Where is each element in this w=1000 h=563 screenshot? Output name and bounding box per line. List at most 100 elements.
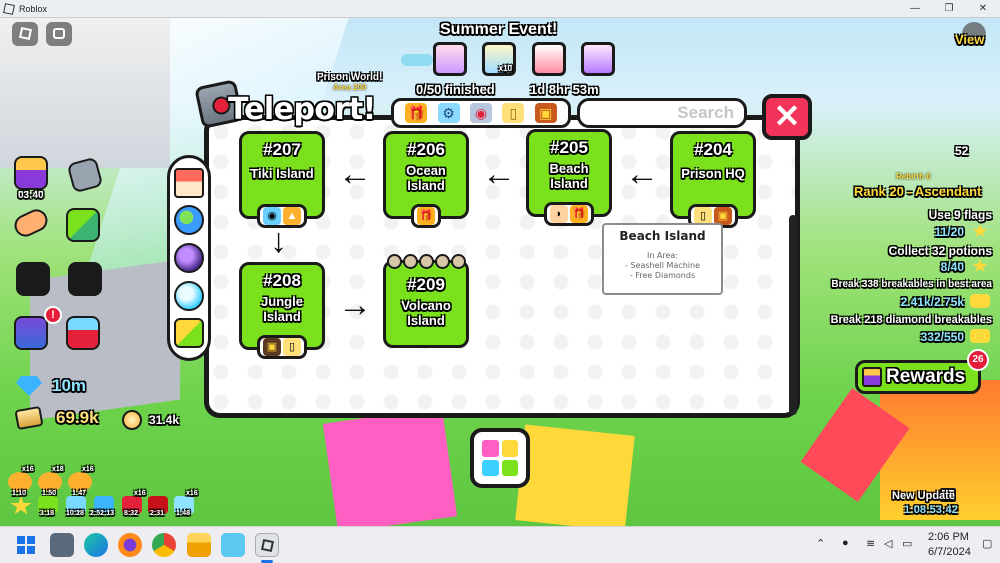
gift-icon[interactable]	[14, 156, 48, 190]
diamonds-amount: 10m	[52, 376, 87, 395]
area-card-208[interactable]: #208 Jungle Island ▣ ▯	[239, 262, 325, 359]
roblox-logo-icon	[3, 2, 15, 15]
edge-icon[interactable]	[84, 533, 108, 557]
area-card-205[interactable]: #205 Beach Island ◗ 🎁	[526, 129, 612, 226]
boost-slot[interactable]: 10:28	[66, 496, 86, 517]
close-button[interactable]: ✕	[762, 94, 812, 140]
minimize-button[interactable]: —	[910, 3, 920, 14]
ticket-icon: ▯	[283, 338, 301, 356]
area-card-209[interactable]: #209 Volcano Island	[383, 254, 469, 348]
area-card-204[interactable]: #204 Prison HQ ▯ ▣	[670, 131, 756, 228]
egg-icon: ◉	[263, 207, 281, 225]
yellow-block	[515, 424, 635, 532]
search-input[interactable]	[577, 98, 747, 128]
top-right-menu-icon[interactable]	[962, 22, 986, 46]
ticket-icon[interactable]: ▯	[502, 103, 525, 123]
teleport-title: Teleport!	[228, 92, 376, 127]
tray-chevron-icon[interactable]: ⌃	[816, 538, 826, 550]
star-boost-icon[interactable]	[10, 496, 32, 515]
chrome-icon[interactable]	[152, 533, 176, 557]
event-progress-text: 0/50 finished	[416, 82, 495, 97]
locked-slot-icon[interactable]	[68, 262, 102, 296]
battery-icon[interactable]: ▭	[902, 538, 913, 550]
rewards-button[interactable]: Rewards	[855, 360, 981, 394]
arrow-left-icon: ←	[338, 155, 372, 193]
tooltip-title: Beach Island	[619, 229, 706, 243]
notifications-icon[interactable]: ▢	[982, 538, 993, 550]
close-window-button[interactable]: ✕	[978, 3, 988, 14]
event-reward-slot-4[interactable]	[581, 42, 615, 76]
event-reward-slot-1[interactable]	[433, 42, 467, 76]
firefox-icon[interactable]	[118, 533, 142, 557]
event-reward-slot-3[interactable]	[532, 42, 566, 76]
event-progress-pill	[401, 54, 433, 66]
secondary-currency-amount: 31.4k	[149, 413, 180, 427]
maximize-button[interactable]: ❐	[944, 3, 954, 14]
potion-icon[interactable]: ◉	[469, 103, 492, 123]
start-icon[interactable]	[14, 533, 38, 557]
boost-slot[interactable]: 2:52:13	[90, 496, 114, 517]
chest-icon[interactable]: ▣	[534, 103, 557, 123]
quest-title: Break 218 diamond breakables	[830, 314, 992, 326]
gift-timer: 03:40	[18, 190, 44, 201]
area-card-207[interactable]: #207 Tiki Island ◉ ▲	[239, 131, 325, 228]
cat-tile-icon	[501, 459, 518, 476]
rewards-label: Rewards	[886, 366, 966, 387]
void-globe-icon[interactable]	[174, 242, 204, 273]
cat-tile-icon	[501, 440, 518, 457]
tooltip-line: - Seashell Machine	[625, 261, 700, 270]
area-number: #206	[407, 140, 445, 159]
inventory-button[interactable]	[470, 428, 530, 488]
teleport-tab-bar: 🎁 ⚙ ◉ ▯ ▣	[391, 98, 571, 128]
calculator-icon[interactable]	[50, 533, 74, 557]
wifi-icon[interactable]: ≋	[866, 538, 876, 550]
gift-icon: 🎁	[570, 205, 588, 223]
trade-arrows-icon[interactable]	[66, 208, 100, 242]
window-title: Roblox	[19, 3, 48, 14]
event-reward-slot-2[interactable]: x10	[482, 42, 516, 76]
home-icon[interactable]	[174, 167, 204, 198]
window-titlebar: Roblox — ❐ ✕	[0, 0, 1000, 18]
rank-label: Rank 20 - Ascendant	[854, 184, 982, 199]
update-label[interactable]: New Update	[892, 490, 955, 502]
clock-date[interactable]: 6/7/2024	[928, 546, 971, 558]
notepad-icon[interactable]	[221, 533, 245, 557]
panel-scrollbar[interactable]	[789, 215, 797, 415]
quest-progress: 332/550	[920, 330, 964, 344]
clock-time[interactable]: 2:06 PM	[928, 531, 969, 543]
area-card-206[interactable]: #206 Ocean Island 🎁	[383, 131, 469, 228]
file-explorer-icon[interactable]	[187, 533, 211, 557]
world-globe-icon[interactable]	[174, 205, 204, 236]
boost-slot[interactable]: 2:31	[148, 496, 168, 517]
tooltip-line: - Free Diamonds	[629, 271, 696, 280]
gift-icon[interactable]: 🎁	[405, 103, 428, 123]
roblox-menu-button[interactable]	[12, 22, 38, 46]
tooltip-subtitle: In Area:	[646, 251, 679, 260]
area-name: Ocean Island	[406, 163, 446, 193]
gift-icon: 🎁	[417, 207, 435, 225]
area-name: Prison HQ	[681, 166, 745, 181]
locked-slot-icon[interactable]	[16, 262, 50, 296]
bandage-icon[interactable]	[10, 205, 52, 241]
pets-icon[interactable]	[14, 316, 48, 350]
world-area: Area 200	[333, 83, 367, 92]
swap-arrows-icon[interactable]	[174, 318, 204, 349]
world-name: Prison World!	[317, 72, 383, 83]
chest-icon: ▣	[263, 338, 281, 356]
level-number: 52	[955, 144, 969, 158]
shop-basket-icon[interactable]	[66, 316, 100, 350]
chat-button[interactable]	[46, 22, 72, 46]
ticket-icon: ▯	[694, 207, 712, 225]
volume-icon[interactable]: ◁	[884, 538, 893, 550]
tray-app-icon[interactable]: ●	[842, 537, 849, 549]
gear-icon[interactable]: ⚙	[437, 103, 460, 123]
boost-slot[interactable]: 3:18	[38, 496, 58, 517]
roblox-icon[interactable]	[255, 533, 279, 557]
area-name: Volcano Island	[401, 298, 451, 328]
ice-globe-icon[interactable]	[174, 280, 204, 311]
